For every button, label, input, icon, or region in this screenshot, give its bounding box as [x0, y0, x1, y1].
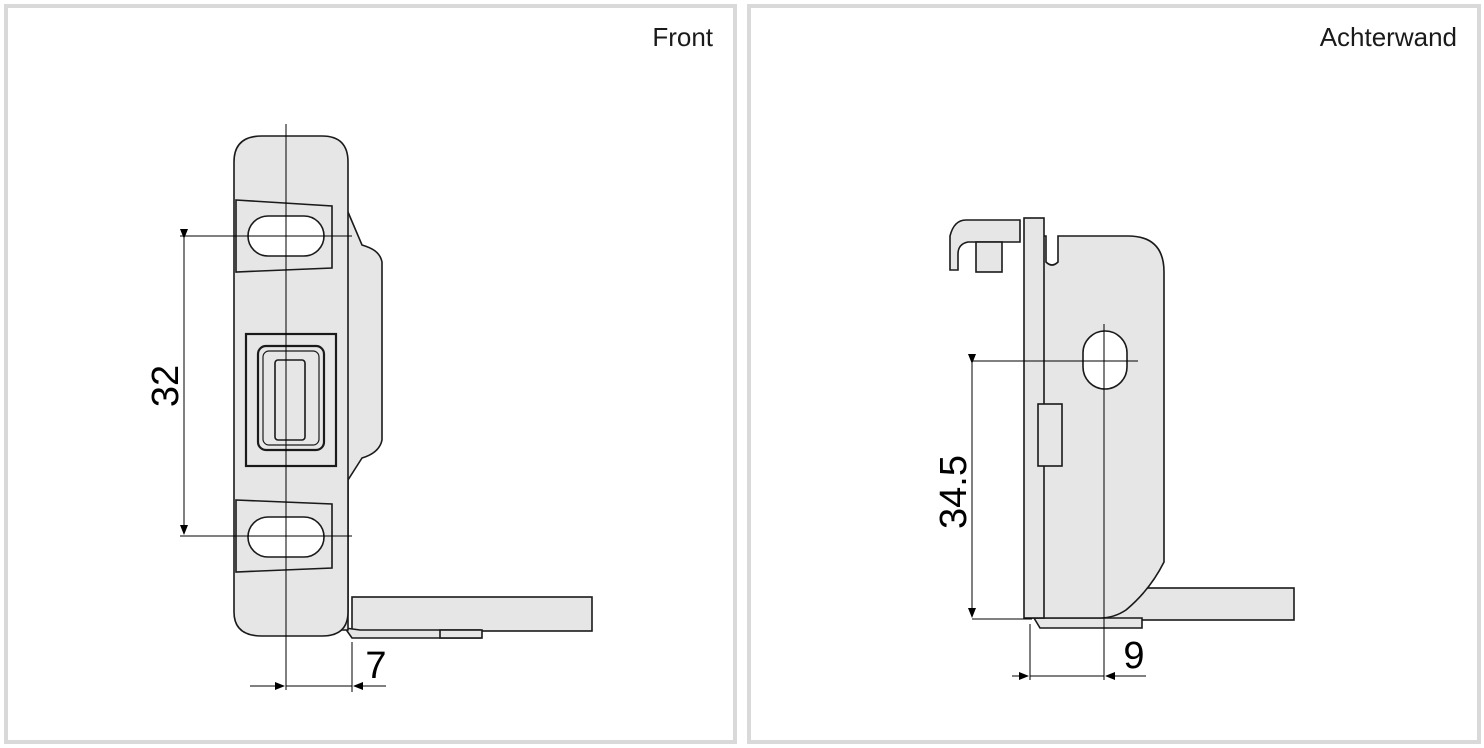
- achterwand-rail-foot: [1032, 617, 1143, 629]
- achterwand-hook-tab: [975, 241, 1003, 273]
- achterwand-hook: [949, 219, 1021, 271]
- front-horizontal-dimension-label: 7: [365, 645, 386, 687]
- achterwand-slot: [1082, 330, 1128, 390]
- achterwand-part-drawing: [949, 217, 1295, 629]
- achterwand-horizontal-dimension-label: 9: [1123, 635, 1144, 677]
- front-vertical-dimension-label: 32: [145, 365, 187, 407]
- front-side-flange: [339, 204, 383, 631]
- front-latch: [274, 359, 306, 441]
- achterwand-window: [1037, 403, 1063, 467]
- front-view-title: Front: [652, 22, 713, 52]
- front-part-drawing: [233, 135, 593, 639]
- achterwand-view-title: Achterwand: [1319, 22, 1457, 52]
- achterwand-main-body: [1029, 235, 1165, 619]
- front-rail: [351, 596, 593, 632]
- achterwand-vertical-dimension-label: 34.5: [933, 455, 975, 529]
